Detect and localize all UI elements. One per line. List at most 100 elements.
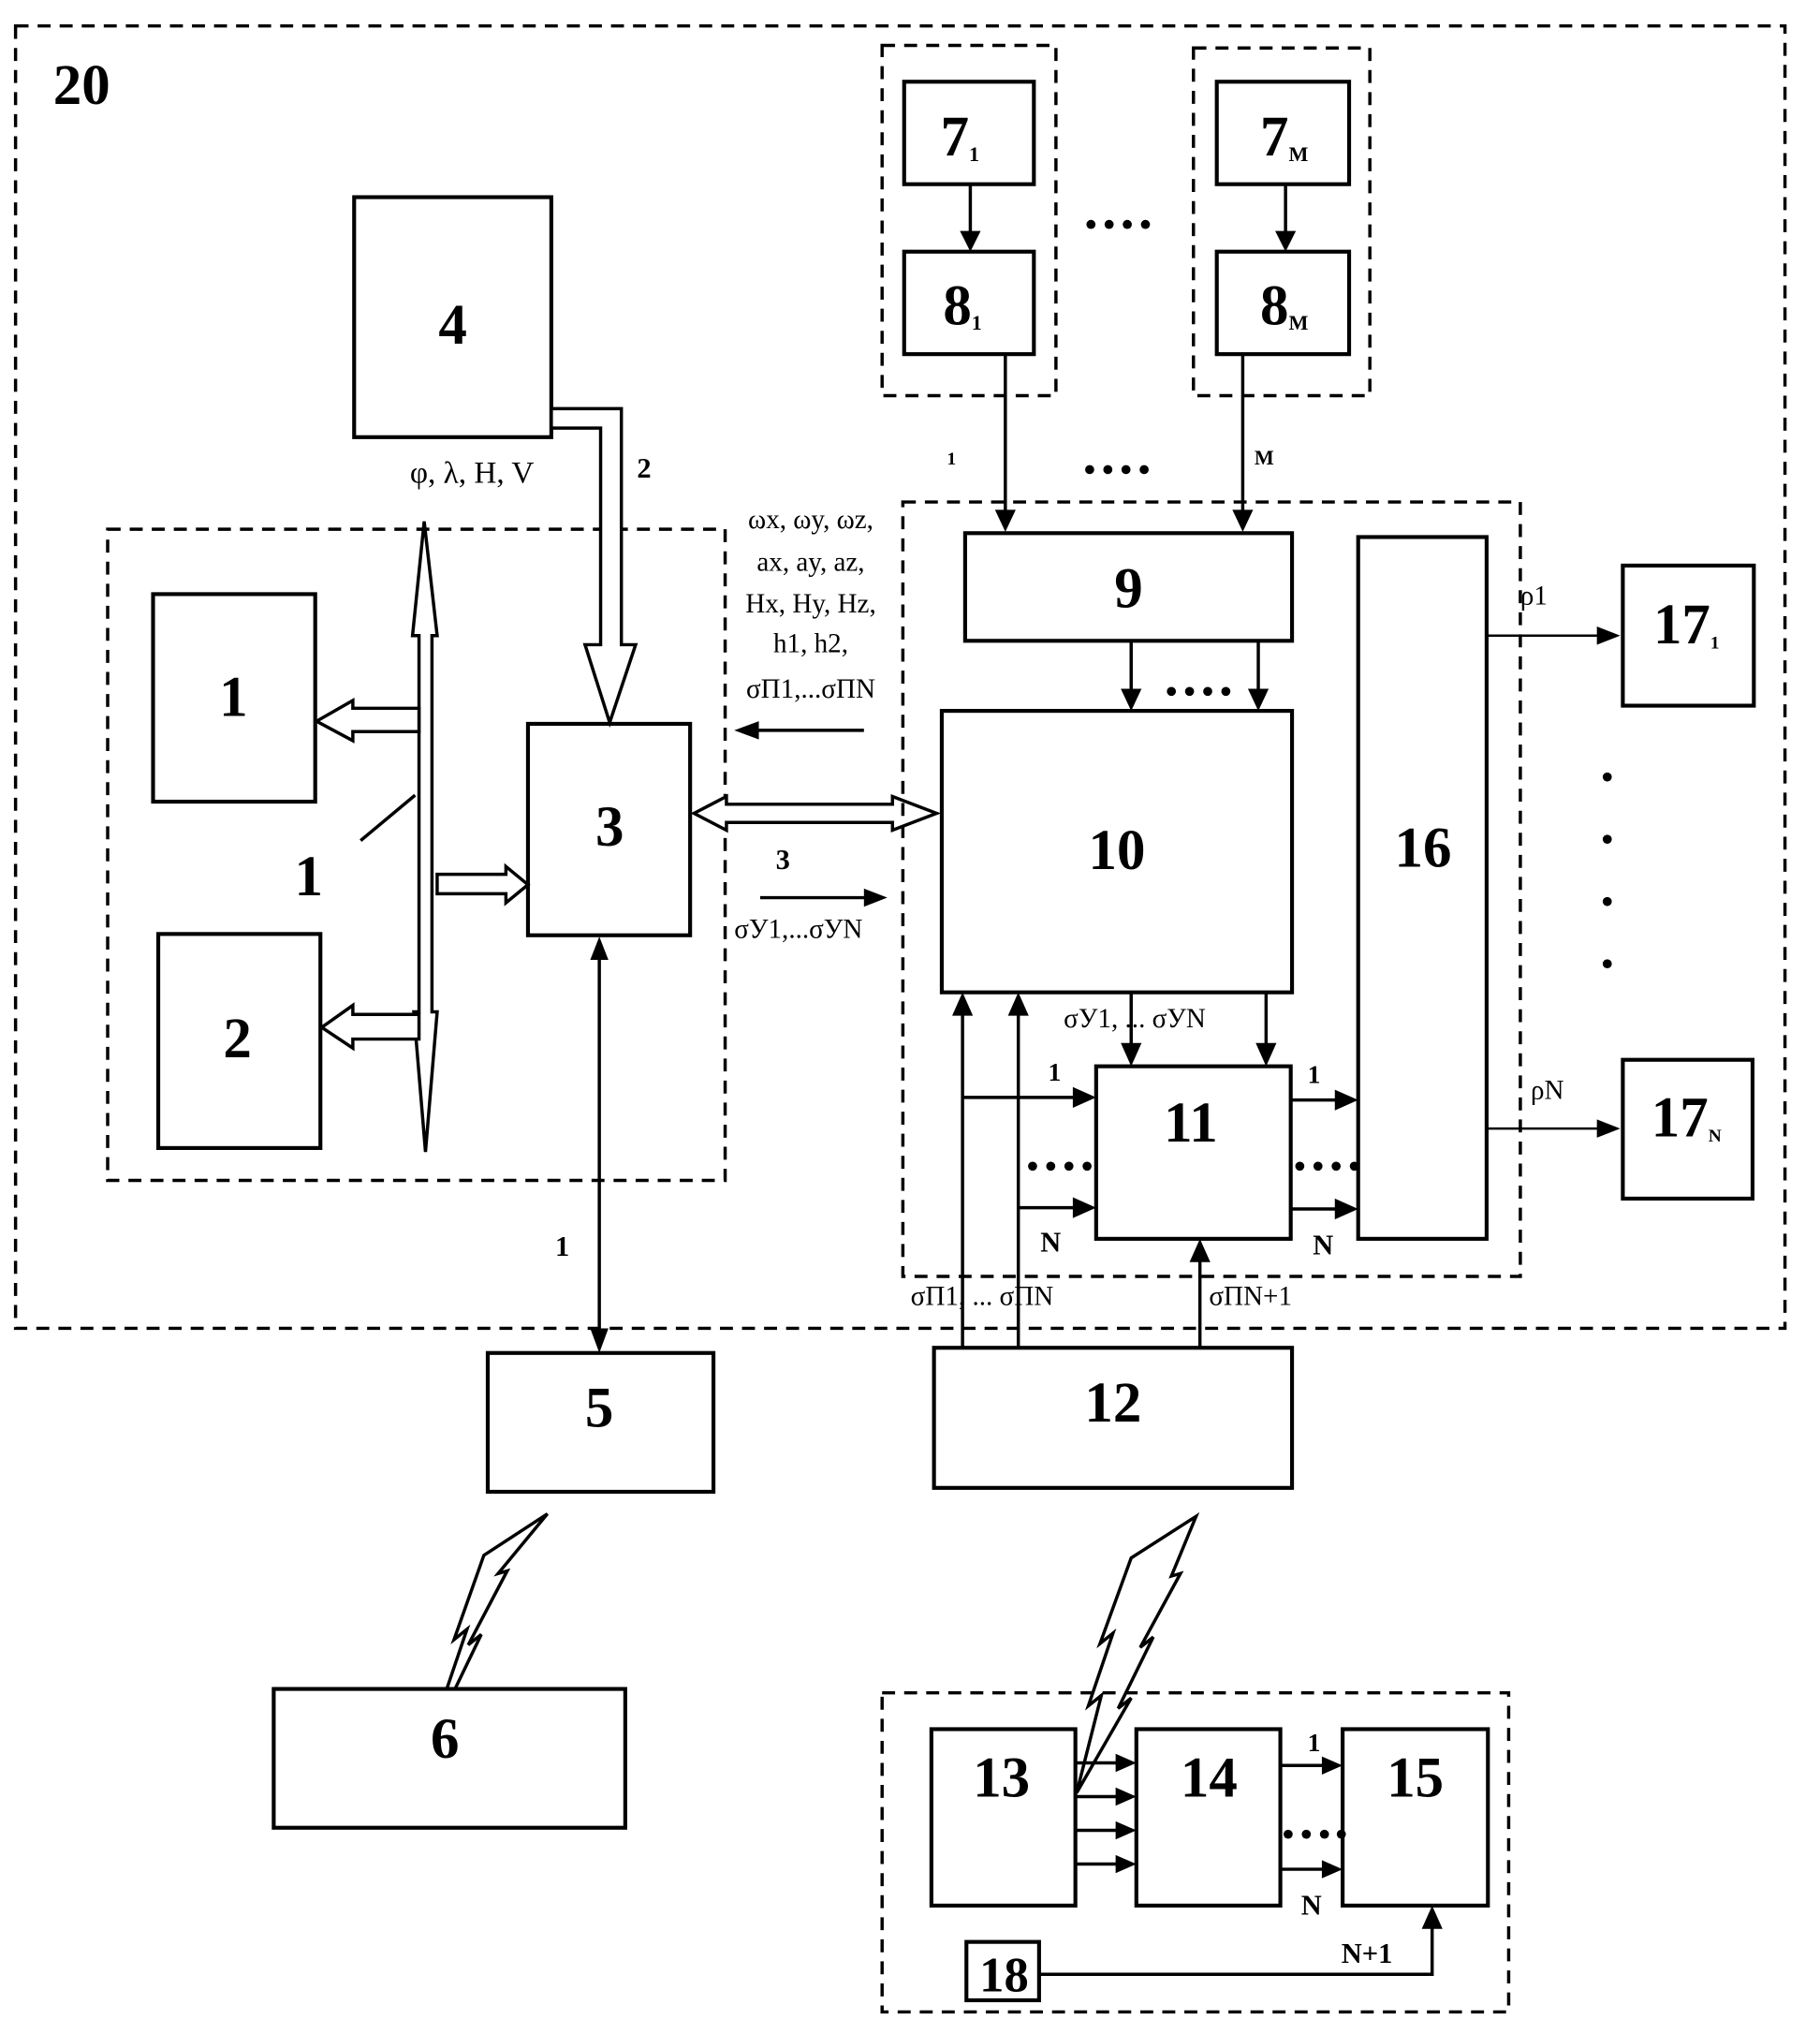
ellipsis-out14 — [1284, 1830, 1346, 1839]
arrowhead-feed-a — [952, 993, 973, 1016]
rho-N-label: ρN — [1531, 1075, 1564, 1105]
block-6[interactable]: 6 — [273, 1689, 624, 1828]
sigma-y-arrowhead — [864, 889, 888, 906]
out11-1-label: 1 — [1308, 1060, 1321, 1089]
svg-text:5: 5 — [585, 1378, 613, 1440]
arrowhead-7-1 — [960, 231, 980, 252]
block-13[interactable]: 13 — [932, 1729, 1076, 1905]
arrowhead-8-1-to-9 — [995, 509, 1016, 532]
system-label-20: 20 — [53, 54, 110, 117]
arrowhead-in11-1 — [1073, 1087, 1096, 1108]
bus-to-block3-arrow — [437, 866, 528, 903]
svg-text:h1, h2,: h1, h2, — [773, 629, 848, 659]
link-3-5-head-down — [590, 1328, 608, 1352]
arrowhead-10-11-a — [1121, 1043, 1141, 1067]
block-8-M[interactable]: 8M — [1217, 252, 1349, 354]
in11-1-label: 1 — [1049, 1057, 1062, 1086]
out14-N-label: N — [1301, 1890, 1322, 1922]
block-7-M[interactable]: 7M — [1217, 81, 1349, 184]
in15-N1-label: N+1 — [1342, 1938, 1393, 1969]
svg-text:3: 3 — [595, 796, 624, 859]
svg-text:13: 13 — [973, 1747, 1030, 1810]
svg-text:σП1,...σПN: σП1,...σПN — [746, 674, 875, 704]
sigma-y-out-label: σУ1,...σУN — [734, 915, 862, 945]
arrowhead-9-10-a — [1121, 689, 1141, 712]
block-5[interactable]: 5 — [488, 1353, 713, 1492]
link-3-5-head-up — [590, 936, 608, 960]
ellipsis-outputs — [1603, 773, 1612, 968]
arrowhead-feed-b — [1008, 993, 1029, 1016]
svg-text:9: 9 — [1114, 557, 1142, 620]
svg-text:10: 10 — [1089, 819, 1146, 882]
svg-text:1: 1 — [219, 667, 247, 730]
nav-params-label: φ, λ, H, V — [410, 455, 535, 490]
arrowhead-in11-N — [1073, 1198, 1096, 1218]
sensor-params-label: ωx, ωy, ωz, ax, ay, az, Hx, Hy, Hz, h1, … — [745, 505, 875, 704]
arrowhead-7-M — [1275, 231, 1296, 252]
block-7-1[interactable]: 71 — [904, 81, 1035, 184]
svg-text:171: 171 — [1653, 594, 1720, 656]
group-label-1: 1 — [295, 846, 323, 908]
internal-bus-arrow — [413, 522, 437, 1152]
ellipsis-out11 — [1296, 1161, 1359, 1171]
bus-to-block1-arrow — [316, 700, 418, 741]
block-18[interactable]: 18 — [966, 1942, 1039, 2003]
block-17-1[interactable]: 171 — [1622, 566, 1754, 706]
sigma-p-n1-label: σПN+1 — [1209, 1282, 1292, 1312]
svg-text:ωx, ωy, ωz,: ωx, ωy, ωz, — [748, 505, 873, 535]
channel-1-label: 1 — [947, 450, 956, 469]
block-10[interactable]: 10 — [942, 711, 1292, 993]
bus-2-label: 2 — [637, 452, 651, 484]
ellipsis-9-10 — [1167, 686, 1230, 696]
svg-text:16: 16 — [1395, 817, 1452, 879]
block-1[interactable]: 1 — [154, 594, 316, 802]
bus-3-label: 3 — [776, 844, 790, 876]
out11-N-label: N — [1313, 1229, 1333, 1260]
arrowhead-rho-N — [1597, 1119, 1621, 1137]
block-3[interactable]: 3 — [528, 724, 690, 936]
arrowhead-out11-N — [1335, 1199, 1358, 1219]
block-15[interactable]: 15 — [1343, 1729, 1488, 1905]
block-2[interactable]: 2 — [158, 934, 320, 1148]
svg-text:2: 2 — [223, 1008, 251, 1070]
svg-text:4: 4 — [438, 294, 466, 357]
arrowhead-out14-N — [1322, 1860, 1343, 1878]
svg-text:Hx, Hy, Hz,: Hx, Hy, Hz, — [745, 589, 875, 619]
bus-2-arrow — [551, 408, 636, 722]
block-9[interactable]: 9 — [965, 533, 1292, 641]
bus-width-slash — [360, 795, 415, 840]
block-8-1[interactable]: 81 — [904, 252, 1035, 354]
sigma-p-in-label: σП1, ... σПN — [911, 1282, 1054, 1312]
in11-N-label: N — [1040, 1227, 1061, 1259]
block-14[interactable]: 14 — [1137, 1729, 1281, 1905]
arrowhead-out14-1 — [1322, 1757, 1343, 1775]
ellipsis-channels — [1085, 465, 1149, 475]
svg-text:18: 18 — [979, 1948, 1029, 2002]
arrowhead-9-10-b — [1248, 689, 1269, 712]
rho-1-label: ρ1 — [1520, 582, 1548, 612]
arrowhead-8-M-to-9 — [1232, 509, 1253, 532]
arrowhead-18-15 — [1422, 1906, 1443, 1929]
bus-1-label: 1 — [555, 1231, 569, 1262]
bus-to-block2-arrow — [322, 1006, 419, 1049]
svg-text:14: 14 — [1181, 1747, 1238, 1810]
svg-text:11: 11 — [1164, 1092, 1218, 1155]
arrowhead-rho-1 — [1597, 626, 1621, 644]
svg-text:ax, ay, az,: ax, ay, az, — [756, 547, 864, 577]
out14-1-label: 1 — [1308, 1728, 1321, 1757]
block-11[interactable]: 11 — [1096, 1067, 1291, 1239]
block-12[interactable]: 12 — [934, 1348, 1292, 1488]
channel-M-label: M — [1255, 446, 1274, 469]
arrowhead-10-11-b — [1255, 1043, 1276, 1067]
block-16[interactable]: 16 — [1358, 537, 1487, 1238]
block-17-N[interactable]: 17N — [1622, 1060, 1753, 1199]
svg-text:6: 6 — [431, 1708, 459, 1771]
ellipsis-in11 — [1028, 1161, 1092, 1171]
arrows-13-to-14 — [1076, 1754, 1137, 1873]
block-4[interactable]: 4 — [354, 198, 551, 437]
svg-text:12: 12 — [1084, 1372, 1141, 1435]
sensor-params-arrowhead — [734, 721, 758, 739]
svg-text:15: 15 — [1387, 1747, 1444, 1810]
ellipsis-sensors — [1086, 220, 1150, 229]
